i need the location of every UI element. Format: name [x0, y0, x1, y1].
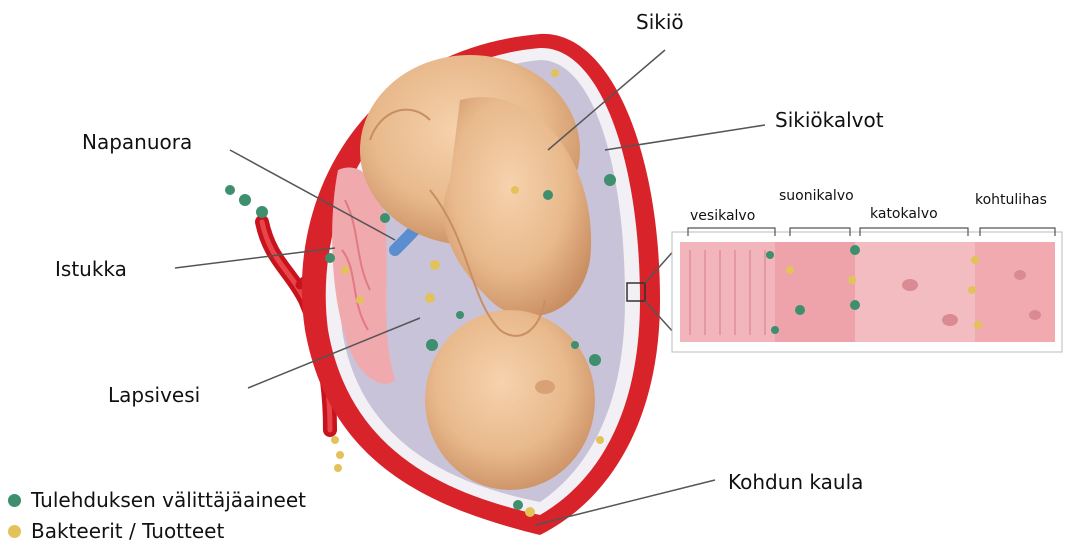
label-sikio: Sikiö: [636, 10, 684, 34]
legend-item-mediators: Tulehduksen välittäjäaineet: [8, 488, 306, 512]
label-sikiokalvot: Sikiökalvot: [775, 108, 884, 132]
tissue-inset: [672, 232, 1062, 352]
label-napanuora: Napanuora: [82, 130, 192, 154]
label-lapsivesi: Lapsivesi: [108, 383, 200, 407]
label-kohdun-kaula: Kohdun kaula: [728, 470, 863, 494]
label-vesikalvo: vesikalvo: [690, 208, 755, 224]
legend-text-mediators: Tulehduksen välittäjäaineet: [31, 488, 306, 512]
yellow-dot-icon: [8, 525, 21, 538]
label-kohtulihas: kohtulihas: [975, 192, 1047, 208]
label-istukka: Istukka: [55, 257, 127, 281]
label-suonikalvo: suonikalvo: [779, 188, 854, 204]
legend-item-bacteria: Bakteerit / Tuotteet: [8, 519, 224, 543]
green-dot-icon: [8, 494, 21, 507]
legend-text-bacteria: Bakteerit / Tuotteet: [31, 519, 224, 543]
label-katokalvo: katokalvo: [870, 206, 938, 222]
